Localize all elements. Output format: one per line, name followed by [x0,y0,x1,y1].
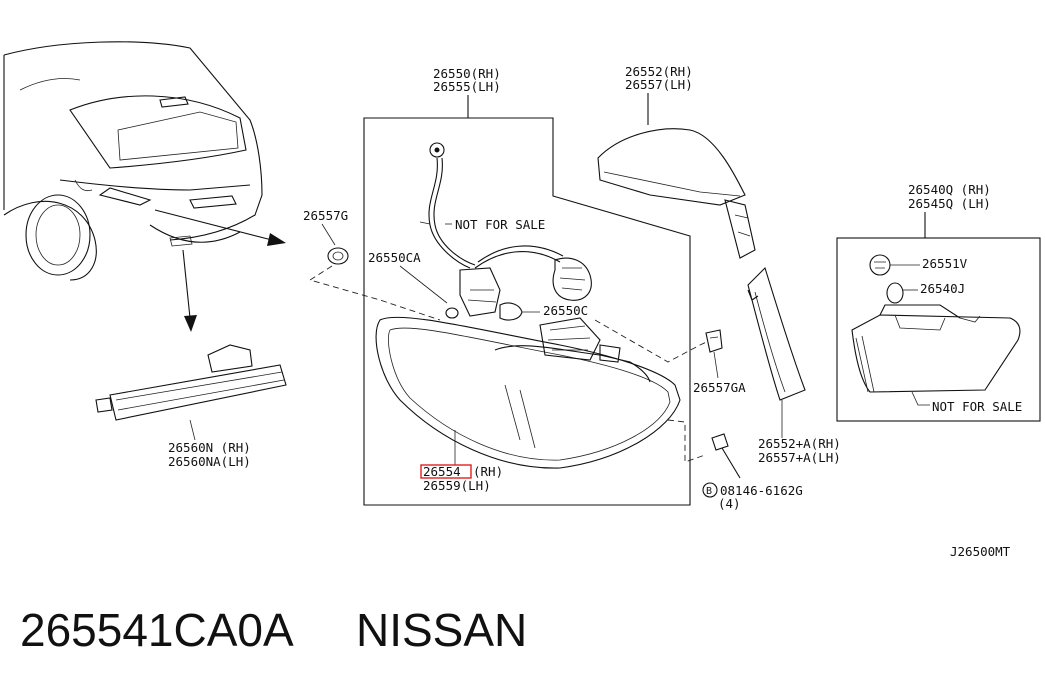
diagram-code: J26500MT [950,544,1011,559]
grommet-right-label: 26557GA [693,380,746,395]
lens-rh-highlighted-label[interactable]: 26554 [423,464,461,479]
finisher-illustration [747,266,806,401]
bolt-qty-label: (4) [718,496,741,511]
lens-lh-label: 26559(LH) [423,478,491,493]
reflector-rh-label: 26560N (RH) [168,440,251,455]
main-assembly-frame [363,117,691,506]
inner-note: NOT FOR SALE [932,399,1022,414]
reflector-lh-label: 26560NA(LH) [168,454,251,469]
finisher-lh-label: 26557+A(LH) [758,450,841,465]
outer-lamp-rh-label: 26552(RH) [625,64,693,79]
main-assembly-rh-label: 26550(RH) [433,66,501,81]
bolt-part-label: 08146-6162G [720,483,803,498]
main-assembly-lh-label: 26555(LH) [433,79,501,94]
inner-bulb-socket-label: 26551V [922,256,968,271]
bulb-label: 26550C [543,303,588,318]
finisher-rh-label: 26552+A(RH) [758,436,841,451]
inner-lamp-illustration [851,254,1021,393]
location-arrows [154,209,286,332]
grommet-left-label: 26557G [303,208,348,223]
rear-reflector-illustration [95,344,287,441]
brand-caption: NISSAN [356,604,527,656]
inner-lamp-frame [836,237,1041,422]
inner-lamp-lh-label: 26545Q (LH) [908,196,991,211]
lens-rh-suffix: (RH) [473,464,503,479]
inner-bulb-label: 26540J [920,281,965,296]
highlight-box [420,464,472,479]
harness-note: NOT FOR SALE [455,217,545,232]
vehicle-rear-illustration [3,41,263,281]
wiring-harness-illustration [419,142,592,321]
bolt-symbol-circle [702,482,718,498]
bulb-socket-label: 26550CA [368,250,421,265]
outer-lamp-illustration [597,128,756,259]
outer-lamp-lh-label: 26557(LH) [625,77,693,92]
combination-lamp-illustration [375,316,681,469]
bolt-icon [711,433,741,479]
part-number-caption: 265541CA0A [20,604,294,656]
grommet-left-icon [327,247,349,265]
bolt-symbol: B [706,486,712,497]
grommet-right-icon [705,329,723,353]
inner-lamp-rh-label: 26540Q (RH) [908,182,991,197]
